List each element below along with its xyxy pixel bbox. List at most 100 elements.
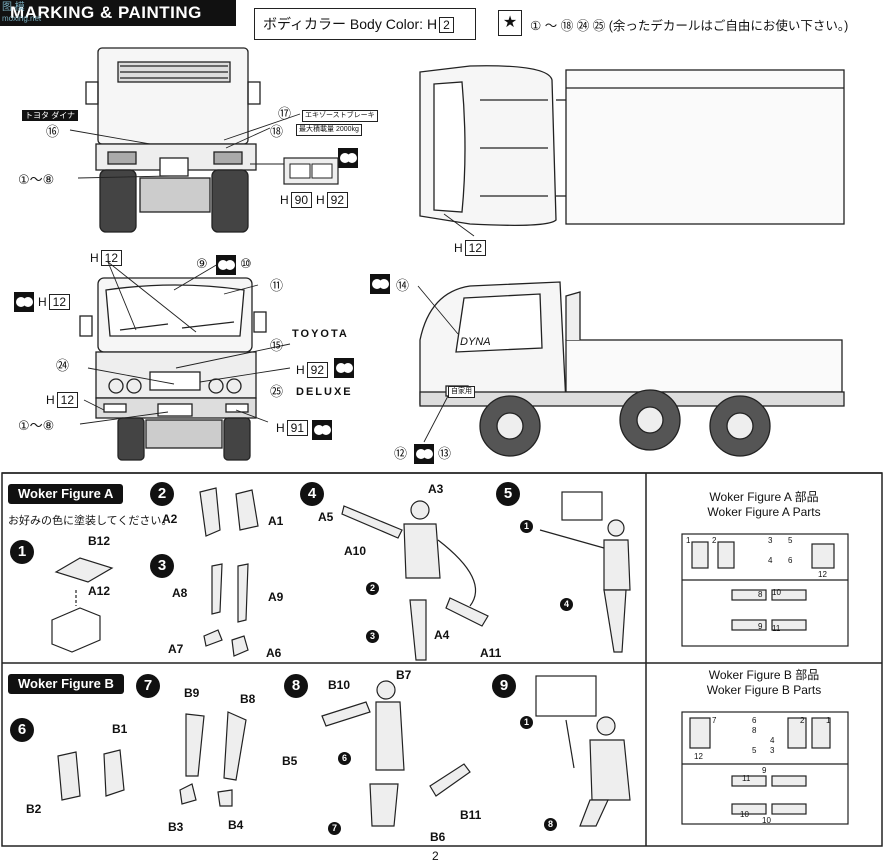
figure-b-parts-title: Woker Figure B 部品 Woker Figure B Parts — [674, 668, 854, 698]
part-a8-label: A8 — [172, 586, 188, 600]
ref-step-4: 4 — [560, 598, 573, 611]
ref-step-2: 2 — [366, 582, 379, 595]
step-6-number: 6 — [10, 718, 34, 742]
part-a10-label: A10 — [344, 544, 367, 558]
sprue-b-num: 1 — [826, 716, 831, 725]
sprue-a-num: 10 — [772, 588, 781, 597]
decal-11-label: ⑪ — [270, 278, 284, 293]
part-b6-label: B6 — [430, 830, 446, 844]
dyna-door-logo: DYNA — [460, 336, 491, 348]
sprue-b-num: 3 — [770, 746, 775, 755]
figure-a-parts-title-en: Woker Figure A Parts — [707, 505, 821, 519]
part-a3-label: A3 — [428, 482, 444, 496]
sprue-b-num: 6 — [752, 716, 757, 725]
step-4-number: 4 — [300, 482, 324, 506]
part-a2-label: A2 — [162, 512, 178, 526]
step-9-number: 9 — [492, 674, 516, 698]
top-view-truck — [419, 65, 845, 226]
watermark: 图 模 moxing.net — [2, 2, 41, 24]
sprue-b-num: 10 — [762, 816, 771, 825]
decal-12-label: ⑫ — [394, 446, 408, 461]
decal-25-label: ㉕ — [270, 384, 284, 399]
figure-b-title: Woker Figure B — [8, 674, 124, 694]
decal-13-label: ⑬ — [438, 446, 452, 461]
part-b10-label: B10 — [328, 678, 351, 692]
body-color-code: 2 — [439, 17, 454, 33]
part-b3-label: B3 — [168, 820, 184, 834]
figure-b-parts-title-jp: Woker Figure B 部品 — [708, 668, 820, 682]
sprue-b-num: 10 — [740, 810, 749, 819]
front-view-truck — [79, 277, 267, 461]
part-a6-label: A6 — [266, 646, 282, 660]
rear-view-truck — [85, 47, 261, 233]
part-a5-label: A5 — [318, 510, 334, 524]
part-a9-label: A9 — [268, 590, 284, 604]
sprue-a-num: 1 — [686, 536, 691, 545]
step-5-number: 5 — [496, 482, 520, 506]
ref-step-6: 6 — [338, 752, 351, 765]
capacity-decal: 最大積載量 2000kg — [296, 124, 362, 136]
sprue-a-num: 2 — [712, 536, 717, 545]
decal-18: ⑱ — [560, 19, 574, 33]
sprue-b-num: 4 — [770, 736, 775, 745]
sprue-b-num: 12 — [694, 752, 703, 761]
part-a4-label: A4 — [434, 628, 450, 642]
ref-step-3: 3 — [366, 630, 379, 643]
decal-24: ㉔ — [576, 19, 590, 33]
decal-16-label: ⑯ — [46, 124, 60, 139]
sprue-b-num: 9 — [762, 766, 767, 775]
decal-18-label: ⑱ — [270, 124, 284, 139]
star-icon: ★ — [498, 10, 522, 36]
sprue-a-num: 8 — [758, 590, 763, 599]
sprue-b-num: 2 — [800, 716, 805, 725]
watermark-site: moxing.net — [2, 14, 42, 23]
watermark-logo: 图 模 — [2, 2, 25, 13]
step-8-number: 8 — [284, 674, 308, 698]
part-b7-label: B7 — [396, 668, 412, 682]
part-b5-label: B5 — [282, 754, 298, 768]
decal-note: ① 〜 ⑱ ㉔ ㉕ (余ったデカールはご自由にお使い下さい。) — [530, 15, 848, 34]
side-view-truck — [419, 281, 845, 457]
decal-14-label: ⑭ — [396, 278, 410, 293]
toyota-dyna-logo: トヨタ ダイナ — [22, 110, 79, 121]
figure-b-parts-title-en: Woker Figure B Parts — [706, 683, 822, 697]
sprue-a-num: 9 — [758, 622, 763, 631]
part-a1-label: A1 — [268, 514, 284, 528]
body-color-label: ボディカラー Body Color: — [263, 16, 424, 32]
ref-step-7: 7 — [328, 822, 341, 835]
step-1-number: 1 — [10, 540, 34, 564]
sprue-a-num: 3 — [768, 536, 773, 545]
ref-step-8: 8 — [544, 818, 557, 831]
decal-24-label: ㉔ — [56, 358, 70, 373]
part-a7-label: A7 — [168, 642, 184, 656]
decal-leftover-note: (余ったデカールはご自由にお使い下さい。) — [608, 19, 849, 33]
exhaust-brake-decal: エキゾーストブレーキ — [302, 110, 378, 122]
sprue-a-num: 11 — [772, 624, 781, 633]
private-use-plate: 自家用 — [448, 386, 475, 398]
sprue-a-num: 12 — [818, 570, 827, 579]
decal-9-label: ⑨ — [196, 256, 208, 271]
page-title: MARKING & PAINTING — [0, 0, 236, 26]
step-2-number: 2 — [150, 482, 174, 506]
sprue-a-num: 6 — [788, 556, 793, 565]
decal-1-8-label: ①〜⑧ — [18, 172, 55, 187]
decal-17-label: ⑰ — [278, 106, 292, 121]
part-b9-label: B9 — [184, 686, 200, 700]
figure-a-paint-note: お好みの色に塗装してください。 — [8, 515, 173, 527]
sprue-b-num: 11 — [742, 774, 751, 783]
decal-tilde: 〜 — [544, 19, 558, 33]
ref-step-1-b: 1 — [520, 716, 533, 729]
part-b12-label: B12 — [88, 534, 111, 548]
body-color-prefix: H — [426, 16, 438, 32]
part-b8-label: B8 — [240, 692, 256, 706]
decal-1-8-front-label: ①〜⑧ — [18, 418, 55, 433]
deluxe-logo: DELUXE — [296, 386, 353, 398]
